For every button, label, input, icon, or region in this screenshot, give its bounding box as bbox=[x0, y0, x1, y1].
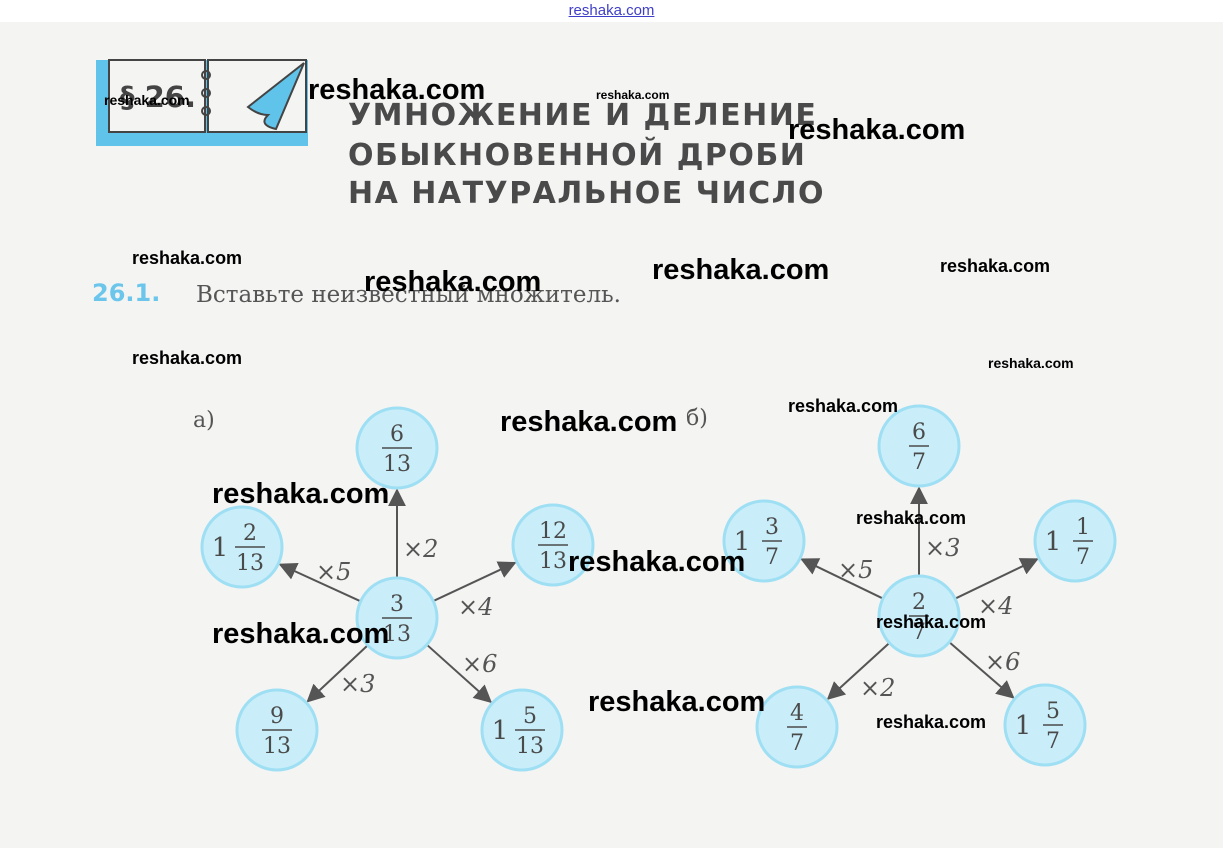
result-denominator: 7 bbox=[765, 545, 779, 570]
watermark: reshaka.com bbox=[500, 406, 678, 438]
multiplier-label: ×4 bbox=[458, 593, 493, 621]
result-whole: 1 bbox=[492, 716, 509, 746]
result-denominator: 7 bbox=[1076, 545, 1090, 570]
exercise-number: 26.1. bbox=[92, 279, 161, 307]
section-label: § 26. bbox=[120, 80, 196, 114]
multiplier-label: ×2 bbox=[860, 674, 895, 702]
multiplier-label: ×2 bbox=[403, 535, 438, 563]
part-b-label: б) bbox=[686, 406, 708, 431]
watermark: reshaka.com bbox=[132, 348, 243, 368]
watermark: reshaka.com bbox=[876, 612, 987, 632]
result-numerator: 3 bbox=[765, 515, 779, 540]
watermark: reshaka.com bbox=[876, 712, 987, 732]
watermark: reshaka.com bbox=[596, 88, 670, 102]
site-link[interactable]: reshaka.com bbox=[568, 2, 655, 19]
result-denominator: 13 bbox=[263, 734, 291, 759]
watermark: reshaka.com bbox=[788, 396, 899, 416]
multiplier-label: ×6 bbox=[985, 648, 1020, 676]
watermark: reshaka.com bbox=[212, 478, 390, 510]
watermark: reshaka.com bbox=[940, 256, 1051, 276]
multiplier-label: ×5 bbox=[838, 556, 873, 584]
result-numerator: 9 bbox=[270, 704, 284, 729]
center-numerator: 3 bbox=[390, 592, 404, 617]
watermark: reshaka.com bbox=[212, 618, 390, 650]
result-numerator: 6 bbox=[912, 420, 926, 445]
result-denominator: 13 bbox=[383, 452, 411, 477]
watermark: reshaka.com bbox=[652, 254, 830, 286]
result-numerator: 12 bbox=[539, 519, 567, 544]
watermark: reshaka.com bbox=[308, 74, 486, 106]
multiplier-arrow bbox=[954, 558, 1039, 600]
result-denominator: 13 bbox=[236, 551, 264, 576]
center-denominator: 7 bbox=[912, 620, 926, 645]
center-denominator: 13 bbox=[383, 622, 411, 647]
multiplier-label: ×3 bbox=[925, 534, 960, 562]
multiplier-label: ×5 bbox=[316, 558, 351, 586]
top-bar: reshaka.com bbox=[0, 0, 1223, 22]
section-title-line-3: НА НАТУРАЛЬНОЕ ЧИСЛО bbox=[348, 176, 826, 211]
watermark: reshaka.com bbox=[364, 266, 542, 298]
notebook-icon bbox=[108, 59, 307, 133]
multiplier-label: ×4 bbox=[978, 592, 1013, 620]
result-denominator: 7 bbox=[1046, 729, 1060, 754]
result-numerator: 2 bbox=[243, 521, 257, 546]
multiplier-arrow bbox=[826, 642, 891, 700]
result-whole: 1 bbox=[212, 533, 229, 563]
section-title-line-2: ОБЫКНОВЕННОЙ ДРОБИ bbox=[348, 138, 807, 173]
result-denominator: 7 bbox=[912, 450, 926, 475]
multiplier-arrow bbox=[948, 641, 1015, 699]
multiplier-arrow bbox=[800, 558, 884, 600]
result-whole: 1 bbox=[1015, 711, 1032, 741]
result-numerator: 5 bbox=[1046, 699, 1060, 724]
watermark: reshaka.com bbox=[132, 248, 243, 268]
result-whole: 1 bbox=[734, 527, 751, 557]
multiplier-arrow bbox=[306, 644, 369, 703]
result-denominator: 7 bbox=[790, 731, 804, 756]
watermark: reshaka.com bbox=[988, 355, 1074, 371]
multiplier-arrow bbox=[426, 643, 493, 704]
multiplier-label: ×6 bbox=[462, 650, 497, 678]
result-numerator: 5 bbox=[523, 704, 537, 729]
center-numerator: 2 bbox=[912, 590, 926, 615]
watermark: reshaka.com bbox=[856, 508, 967, 528]
exercise-text: Вставьте неизвестный множитель. bbox=[196, 282, 621, 308]
multiplier-arrow bbox=[432, 561, 517, 602]
watermark: reshaka.com bbox=[568, 546, 746, 578]
result-denominator: 13 bbox=[516, 734, 544, 759]
watermark: reshaka.com bbox=[788, 114, 966, 146]
result-whole: 1 bbox=[1045, 527, 1062, 557]
watermark: reshaka.com bbox=[104, 92, 190, 108]
result-numerator: 4 bbox=[790, 701, 804, 726]
multiplier-arrow bbox=[278, 563, 362, 603]
watermark: reshaka.com bbox=[588, 686, 766, 718]
section-title-line-1: УМНОЖЕНИЕ И ДЕЛЕНИЕ bbox=[348, 98, 818, 133]
result-numerator: 6 bbox=[390, 422, 404, 447]
multiplier-label: ×3 bbox=[340, 670, 375, 698]
result-denominator: 13 bbox=[539, 549, 567, 574]
result-numerator: 1 bbox=[1076, 515, 1090, 540]
part-a-label: а) bbox=[193, 408, 215, 433]
